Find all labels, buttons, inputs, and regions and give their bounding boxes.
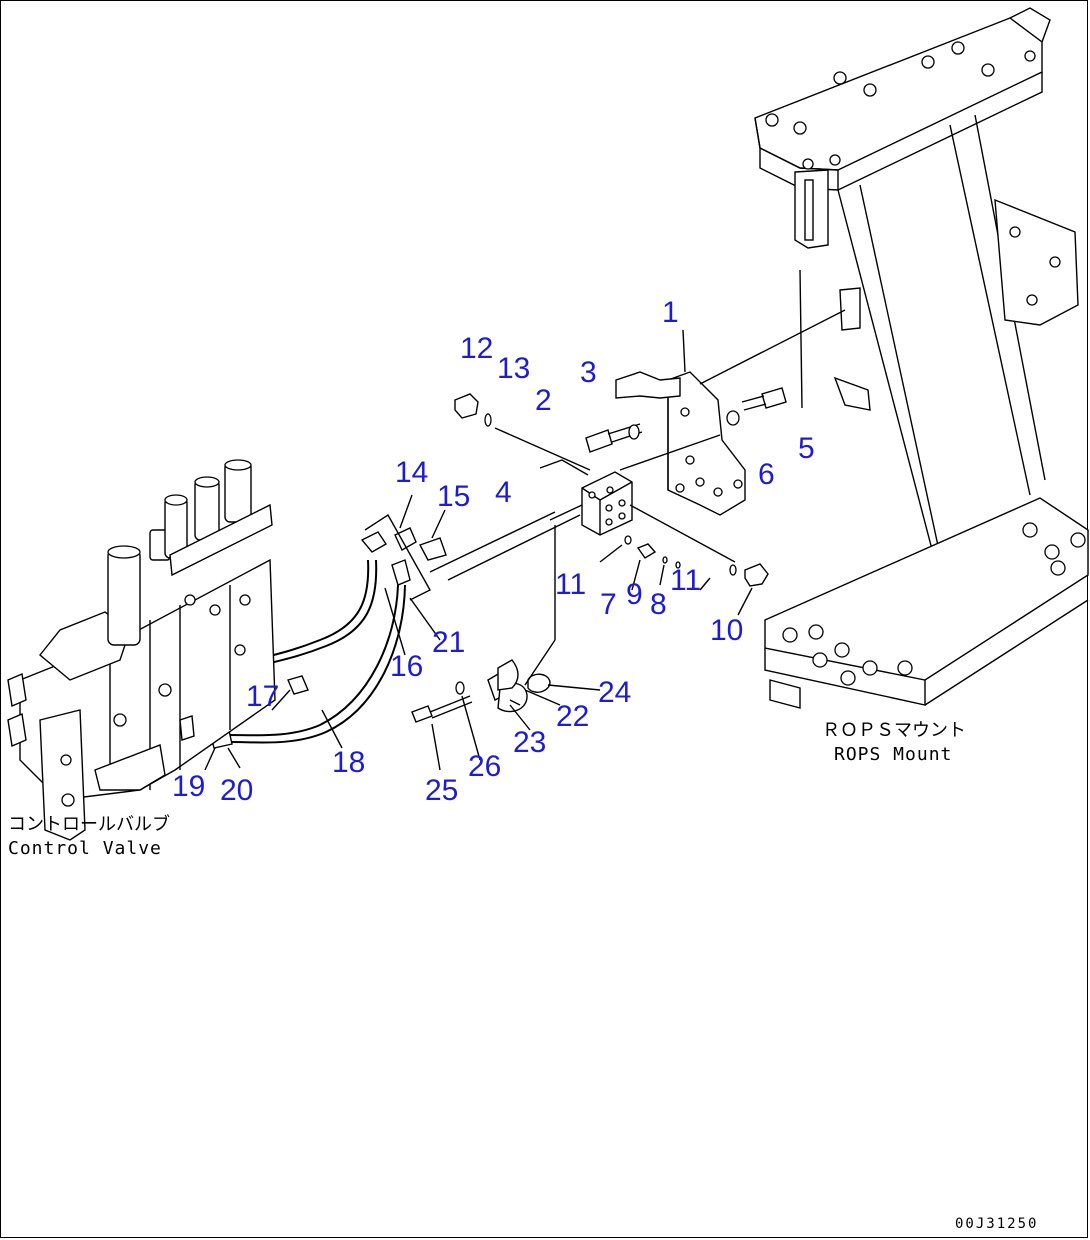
- control-valve-label-jp: コントロールバルブ: [8, 813, 170, 835]
- callout-12: 12: [460, 332, 493, 365]
- callout-18: 18: [332, 746, 365, 779]
- callout-17: 17: [246, 680, 279, 713]
- callout-19: 19: [172, 770, 205, 803]
- callout-numbers: 1 2 3 4 5 6 7 8 9 10 11 11 12 13 14 15 1…: [172, 296, 815, 807]
- callout-3: 3: [580, 356, 597, 389]
- rops-mount-label-jp: ＲＯＰＳマウント: [822, 720, 966, 741]
- rops-mount: [754, 7, 1089, 709]
- callout-11-left: 11: [555, 568, 586, 601]
- callout-14: 14: [395, 456, 428, 489]
- callout-13: 13: [497, 352, 530, 385]
- callout-26: 26: [468, 750, 501, 783]
- callout-9: 9: [626, 578, 643, 611]
- callout-10: 10: [710, 614, 743, 647]
- callout-16: 16: [390, 650, 423, 683]
- callout-5: 5: [798, 432, 815, 465]
- part-labels: ＲＯＰＳマウント ROPS Mount コントロールバルブ Control Va…: [8, 720, 1038, 1232]
- callout-22: 22: [556, 700, 589, 733]
- rops-mount-label-en: ROPS Mount: [834, 744, 952, 765]
- callout-1: 1: [662, 296, 679, 329]
- callout-11-right: 11: [670, 564, 701, 597]
- callout-15: 15: [437, 480, 470, 513]
- block-part-4: [539, 434, 736, 640]
- fittings-parts-7-13: [454, 393, 769, 616]
- clamp-parts-22-26: [411, 639, 601, 771]
- callout-21: 21: [432, 626, 465, 659]
- callout-6: 6: [758, 458, 775, 491]
- hose-assembly: [174, 494, 581, 771]
- control-valve: [7, 459, 276, 841]
- control-valve-label-en: Control Valve: [8, 838, 162, 859]
- drawing-code: 00J31250: [955, 1216, 1038, 1232]
- callout-2: 2: [535, 384, 552, 417]
- bracket-part-1: [585, 269, 846, 516]
- callout-23: 23: [513, 726, 546, 759]
- callout-8: 8: [650, 588, 667, 621]
- callout-24: 24: [598, 676, 631, 709]
- callout-7: 7: [600, 588, 617, 621]
- callout-25: 25: [425, 774, 458, 807]
- callout-4: 4: [495, 476, 512, 509]
- callout-20: 20: [220, 774, 253, 807]
